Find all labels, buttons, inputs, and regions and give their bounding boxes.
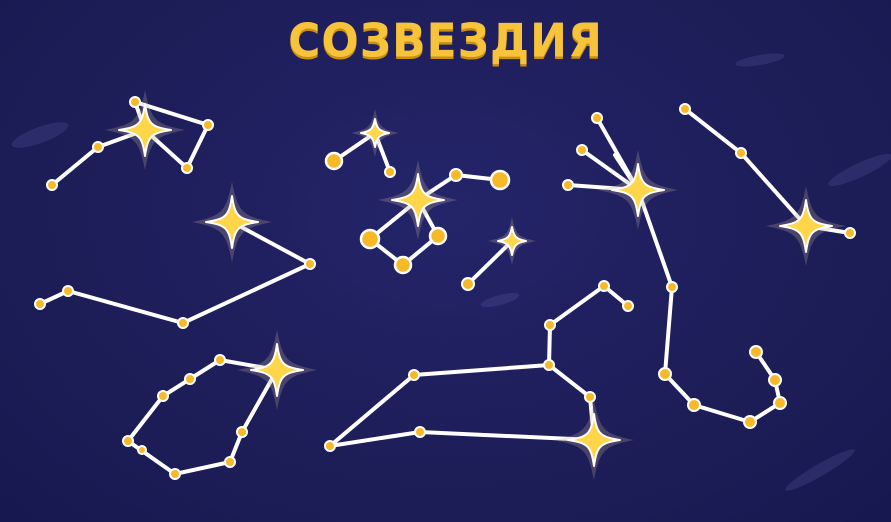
star-icon bbox=[567, 413, 621, 467]
star-icon bbox=[205, 195, 259, 249]
star-icon bbox=[391, 173, 445, 227]
star-icon bbox=[611, 163, 665, 217]
constellation-top-right bbox=[679, 103, 856, 266]
constellation-left bbox=[34, 182, 316, 329]
constellation-center bbox=[324, 109, 536, 291]
constellation-bottom-center bbox=[324, 280, 634, 480]
constellation-top-left bbox=[46, 90, 214, 191]
star-icon bbox=[360, 118, 390, 148]
page-title: СОЗВЕЗДИЯ bbox=[288, 14, 603, 69]
space-dust bbox=[11, 53, 891, 491]
star-icon bbox=[250, 343, 304, 397]
constellation-right-scorpion bbox=[562, 112, 787, 429]
constellation-bottom-left bbox=[122, 330, 317, 480]
